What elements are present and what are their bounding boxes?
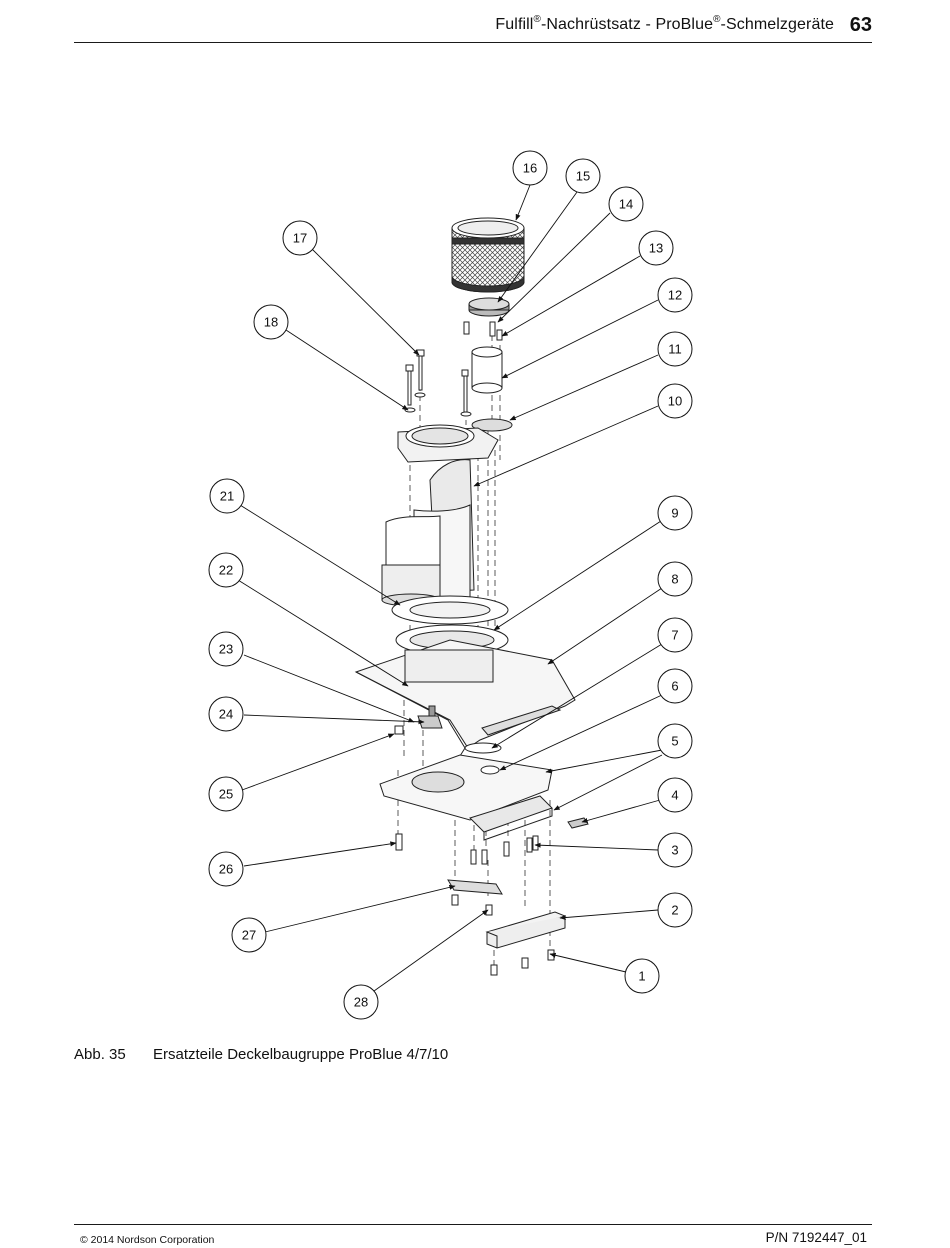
leader-lines — [237, 184, 663, 992]
callout-4: 4 — [657, 777, 693, 813]
callout-28: 28 — [343, 984, 379, 1020]
callout-10: 10 — [657, 383, 693, 419]
callout-17: 17 — [282, 220, 318, 256]
callout-7-label: 7 — [671, 628, 678, 643]
callout-11: 11 — [657, 331, 693, 367]
callout-7: 7 — [657, 617, 693, 653]
title-part-schmelzgeraete: -Schmelzgeräte — [720, 16, 834, 33]
part-number: P/N 7192447_01 — [765, 1230, 867, 1245]
callout-3: 3 — [657, 832, 693, 868]
callout-21: 21 — [209, 478, 245, 514]
callout-9-label: 9 — [671, 506, 678, 521]
callout-1: 1 — [624, 958, 660, 994]
callout-24: 24 — [208, 696, 244, 732]
callout-5-label: 5 — [671, 734, 678, 749]
callout-11-label: 11 — [668, 342, 682, 357]
callout-6: 6 — [657, 668, 693, 704]
figure-caption-text: Ersatzteile Deckelbaugruppe ProBlue 4/7/… — [153, 1046, 449, 1063]
parts-artwork — [354, 217, 589, 976]
title-part-problue: -Nachrüstsatz - ProBlue — [540, 16, 714, 33]
part-27-clamp-bar — [447, 879, 503, 916]
callout-18-label: 18 — [264, 315, 278, 330]
bolts-17-18 — [404, 349, 472, 417]
callout-27: 27 — [231, 917, 267, 953]
callout-2-label: 2 — [671, 903, 678, 918]
part-5-base-plate — [379, 754, 553, 821]
callout-13: 13 — [638, 230, 674, 266]
callout-15-label: 15 — [576, 169, 590, 184]
part-1-screws — [490, 949, 555, 976]
part-9-clamp-ring — [391, 595, 509, 625]
top-flange — [397, 424, 499, 463]
part-4-bracket — [469, 795, 589, 841]
page-footer: © 2014 Nordson Corporation P/N 7192447_0… — [74, 1224, 872, 1246]
callout-5: 5 — [657, 723, 693, 759]
callout-4-label: 4 — [671, 788, 678, 803]
registered-mark: ® — [713, 14, 721, 25]
callout-13-label: 13 — [649, 241, 663, 256]
parts-23-24-bracket — [394, 705, 443, 735]
callout-15: 15 — [565, 158, 601, 194]
callout-21-label: 21 — [220, 489, 234, 504]
callout-16-label: 16 — [523, 161, 537, 176]
callout-12-label: 12 — [668, 288, 682, 303]
callout-12: 12 — [657, 277, 693, 313]
callout-25: 25 — [208, 776, 244, 812]
page-header: Fulfill®-Nachrüstsatz - ProBlue®-Schmelz… — [74, 10, 872, 43]
part-12-outlet-tube — [471, 346, 503, 394]
callout-26-label: 26 — [219, 862, 233, 877]
page-number: 63 — [849, 14, 872, 36]
callout-2: 2 — [657, 892, 693, 928]
callout-14-label: 14 — [619, 197, 633, 212]
registered-mark: ® — [533, 14, 541, 25]
callout-23: 23 — [208, 631, 244, 667]
small-screws — [463, 321, 503, 341]
callout-6-label: 6 — [671, 679, 678, 694]
copyright-notice: © 2014 Nordson Corporation — [80, 1234, 215, 1246]
callout-8: 8 — [657, 561, 693, 597]
part-10-gasket — [471, 418, 513, 432]
callout-24-label: 24 — [219, 707, 233, 722]
callout-17-label: 17 — [293, 231, 307, 246]
part-8-cover — [354, 639, 576, 757]
part-2-spacer-bar — [485, 911, 567, 949]
callout-22-label: 22 — [219, 563, 233, 578]
callout-22: 22 — [208, 552, 244, 588]
callout-26: 26 — [208, 851, 244, 887]
title-part-fulfill: Fulfill — [495, 16, 534, 33]
header-title: Fulfill®-Nachrüstsatz - ProBlue®-Schmelz… — [495, 14, 834, 34]
callout-23-label: 23 — [219, 642, 233, 657]
callout-8-label: 8 — [671, 572, 678, 587]
part-6-oring — [464, 742, 502, 754]
callout-9: 9 — [657, 495, 693, 531]
callout-3-label: 3 — [671, 843, 678, 858]
callout-10-label: 10 — [668, 394, 682, 409]
lower-screws — [395, 833, 539, 865]
part-15-adapter — [468, 297, 510, 317]
callout-28-label: 28 — [354, 995, 368, 1010]
callout-16: 16 — [512, 150, 548, 186]
part-16-filter — [451, 217, 525, 293]
callout-14: 14 — [608, 186, 644, 222]
figure-label: Abb. 35 — [74, 1046, 126, 1063]
part-21-heater-sleeve — [381, 515, 441, 607]
callout-25-label: 25 — [219, 787, 233, 802]
callout-1-label: 1 — [638, 969, 645, 984]
callout-18: 18 — [253, 304, 289, 340]
callout-27-label: 27 — [242, 928, 256, 943]
